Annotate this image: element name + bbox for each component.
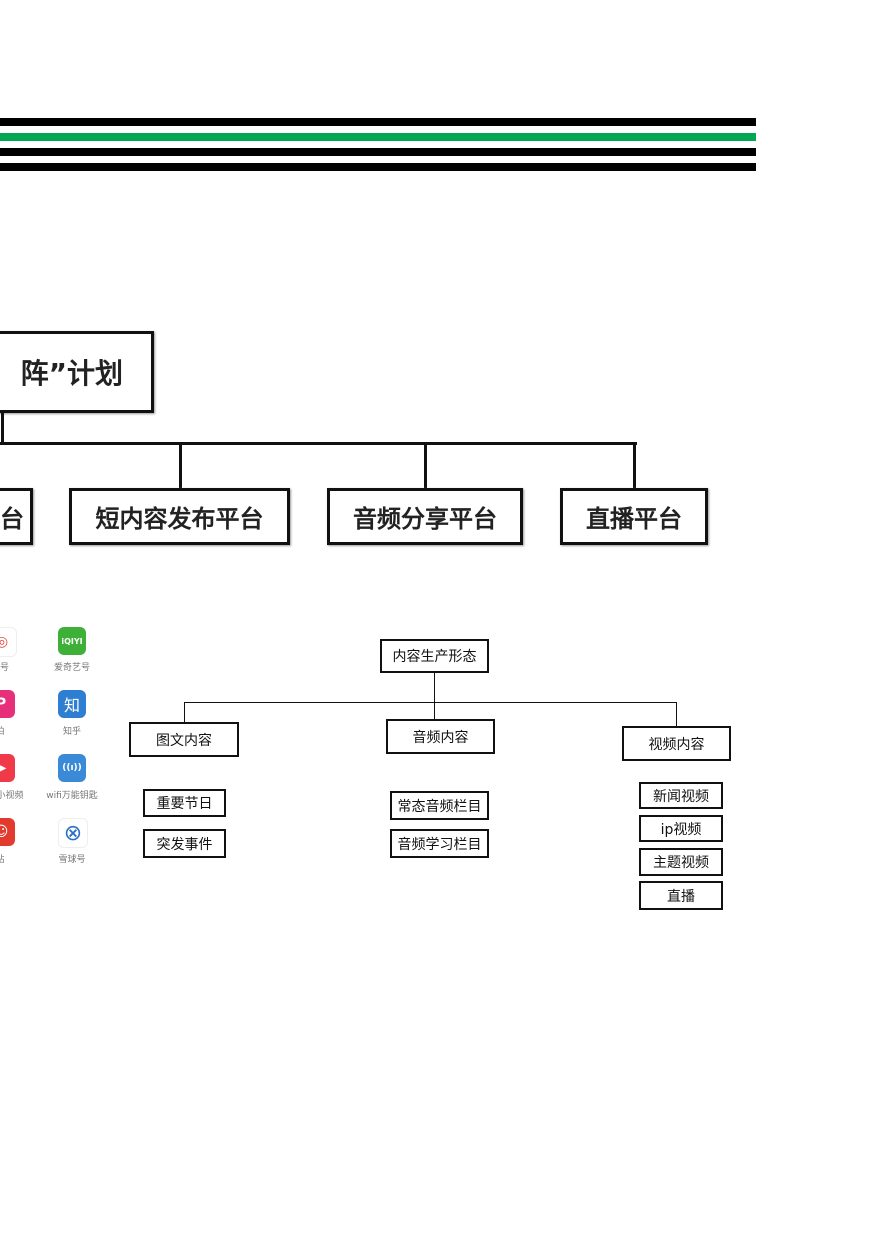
header-stripe-green bbox=[0, 133, 756, 141]
matrix-root-label: 阵”计划 bbox=[20, 357, 123, 390]
connector bbox=[1, 412, 4, 445]
app-label: 风号 bbox=[0, 663, 9, 673]
leaf-label: 常态音频栏目 bbox=[397, 798, 482, 815]
platform-label: 音频分享平台 bbox=[353, 505, 497, 533]
branch-label: 图文内容 bbox=[156, 732, 212, 749]
app-label: 雪球号 bbox=[58, 855, 86, 865]
leaf-box: 主题视频 bbox=[639, 848, 723, 876]
platform-box: 音频分享平台 bbox=[327, 488, 523, 545]
leaf-box: 音频学习栏目 bbox=[390, 829, 489, 858]
leaf-label: 重要节日 bbox=[156, 796, 213, 812]
leaf-label: ip视频 bbox=[660, 821, 702, 838]
leaf-label: 突发事件 bbox=[156, 836, 213, 853]
branch-box: 音频内容 bbox=[386, 719, 495, 754]
leaf-box: 突发事件 bbox=[143, 829, 226, 858]
connector bbox=[0, 442, 637, 445]
connector bbox=[676, 702, 677, 727]
leaf-box: 直播 bbox=[639, 881, 723, 910]
branch-box: 视频内容 bbox=[622, 726, 731, 761]
video-play-icon: ▶ bbox=[0, 754, 15, 782]
app-label: 知乎 bbox=[62, 727, 81, 737]
content-root-label: 内容生产形态 bbox=[392, 649, 477, 665]
app-label: 拍 bbox=[0, 724, 35, 737]
platform-label: 直播平台 bbox=[586, 505, 682, 533]
platform-label: 短内容发布平台 bbox=[95, 505, 264, 533]
platform-label: 台 bbox=[0, 505, 24, 533]
connector bbox=[184, 702, 185, 723]
leaf-box: 常态音频栏目 bbox=[390, 791, 489, 820]
branch-label: 视频内容 bbox=[648, 736, 705, 753]
leaf-label: 新闻视频 bbox=[653, 788, 709, 805]
content-root-box: 内容生产形态 bbox=[380, 639, 489, 673]
leaf-label: 主题视频 bbox=[653, 855, 709, 871]
wifi-key-icon: ((ı)) bbox=[58, 754, 86, 782]
branch-label: 音频内容 bbox=[412, 729, 469, 746]
connector bbox=[179, 443, 182, 489]
connector bbox=[434, 672, 435, 719]
iqiyi-icon: iQIYI bbox=[58, 627, 86, 655]
connector bbox=[633, 443, 636, 489]
connector bbox=[424, 443, 427, 489]
weibo-icon: ◎ bbox=[0, 627, 17, 657]
app-label: 爱奇艺号 bbox=[53, 663, 90, 673]
branch-box: 图文内容 bbox=[129, 722, 239, 757]
platform-box: 短内容发布平台 bbox=[69, 488, 290, 545]
leaf-label: 直播 bbox=[667, 888, 695, 905]
platform-box: 台 bbox=[0, 488, 33, 545]
header-stripe-black-3 bbox=[0, 163, 756, 171]
leaf-box: 新闻视频 bbox=[639, 782, 723, 809]
leaf-box: ip视频 bbox=[639, 815, 723, 842]
app-label: 站 bbox=[0, 852, 35, 865]
header-stripe-black-1 bbox=[0, 118, 756, 126]
pp-icon: P bbox=[0, 690, 15, 718]
leaf-box: 重要节日 bbox=[143, 789, 226, 817]
connector bbox=[184, 702, 677, 703]
header-stripe-black-2 bbox=[0, 148, 756, 156]
anime-face-icon: ☺ bbox=[0, 818, 15, 846]
zhihu-icon: 知 bbox=[58, 690, 86, 718]
leaf-label: 音频学习栏目 bbox=[397, 836, 482, 853]
app-label: wifi万能钥匙 bbox=[46, 791, 98, 801]
app-label: 小视频 bbox=[0, 791, 24, 801]
platform-box: 直播平台 bbox=[560, 488, 708, 545]
matrix-root-box: 阵”计划 bbox=[0, 331, 154, 413]
xueqiu-icon: ⊗ bbox=[58, 818, 88, 848]
